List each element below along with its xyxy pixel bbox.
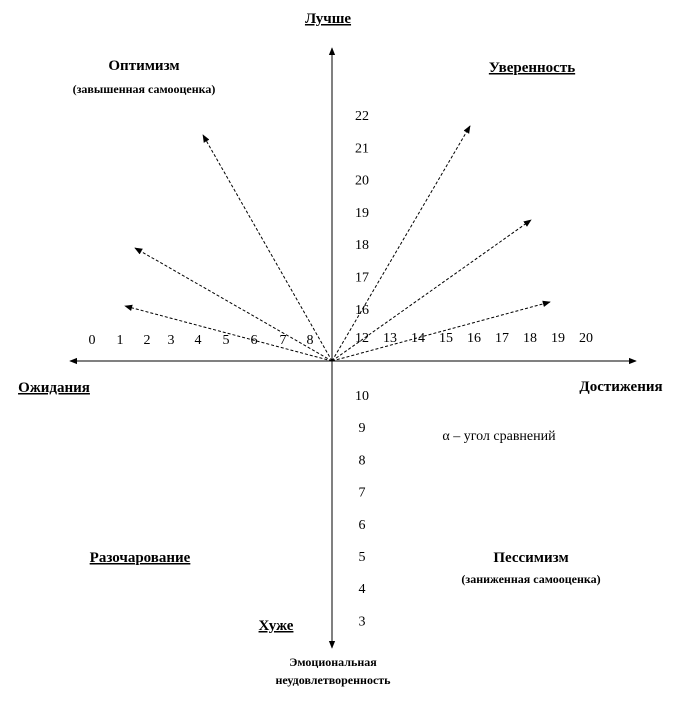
tick-label: 2: [144, 333, 151, 348]
label-pessimism: Пессимизм: [493, 550, 568, 566]
right-tick-labels: 12 13 14 15 16 17 18 19 20: [355, 331, 593, 346]
label-optimism: Оптимизм: [108, 58, 179, 74]
tick-label: 8: [307, 333, 314, 348]
tick-label: 5: [223, 333, 230, 348]
tick-label: 3: [359, 614, 366, 629]
arrow-confidence-1: [331, 125, 471, 362]
tick-label: 16: [467, 331, 481, 346]
tick-label: 5: [359, 550, 366, 565]
tick-label: 9: [359, 421, 366, 436]
upper-tick-labels: 22 21 20 19 18 17 16: [355, 109, 369, 318]
tick-label: 22: [355, 109, 369, 124]
tick-label: 19: [355, 206, 369, 221]
tick-label: 3: [168, 333, 175, 348]
label-confidence: Уверенность: [489, 60, 575, 76]
label-emotional-1: Эмоциональная: [289, 655, 377, 669]
tick-label: 14: [411, 331, 425, 346]
tick-label: 20: [355, 174, 369, 189]
tick-label: 0: [89, 333, 96, 348]
label-achievements: Достижения: [579, 379, 662, 395]
tick-label: 4: [195, 333, 202, 348]
arrow-optimism-1: [202, 134, 333, 362]
tick-label: 21: [355, 141, 369, 156]
tick-label: 12: [355, 331, 369, 346]
label-optimism-note: (завышенная самооценка): [73, 82, 216, 96]
tick-label: 4: [359, 582, 366, 597]
tick-label: 1: [117, 333, 124, 348]
arrow-optimism-2: [134, 247, 333, 362]
arrow-optimism-3: [124, 304, 333, 362]
tick-label: 19: [551, 331, 565, 346]
tick-label: 6: [251, 333, 258, 348]
label-disappointment: Разочарование: [90, 550, 191, 566]
label-expectations: Ожидания: [18, 380, 90, 396]
tick-label: 17: [495, 331, 509, 346]
tick-label: 6: [359, 518, 366, 533]
left-tick-labels: 0 1 2 3 4 5 6 7 8: [89, 333, 314, 348]
label-worse: Хуже: [259, 618, 294, 634]
tick-label: 10: [355, 389, 369, 404]
label-emotional-2: неудовлетворенность: [275, 673, 391, 687]
lower-tick-labels: 10 9 8 7 6 5 4 3: [355, 389, 369, 629]
tick-label: 13: [383, 331, 397, 346]
label-pessimism-note: (заниженная самооценка): [461, 572, 600, 586]
label-alpha-note: α – угол сравнений: [442, 429, 556, 444]
tick-label: 8: [359, 453, 366, 468]
arrow-confidence-2: [331, 219, 532, 362]
tick-label: 15: [439, 331, 453, 346]
arrow-confidence-3: [331, 300, 551, 362]
tick-label: 16: [355, 303, 369, 318]
tick-label: 18: [355, 238, 369, 253]
tick-label: 18: [523, 331, 537, 346]
tick-label: 7: [280, 333, 287, 348]
tick-label: 20: [579, 331, 593, 346]
tick-label: 17: [355, 271, 369, 286]
label-better: Лучше: [305, 11, 351, 27]
tick-label: 7: [359, 486, 366, 501]
